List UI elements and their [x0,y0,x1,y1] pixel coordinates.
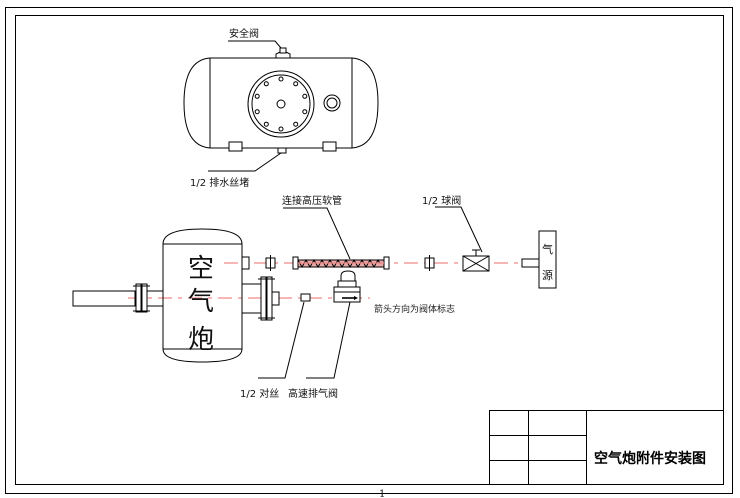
air-source-nozzle [521,258,540,268]
vertical-tank-view: 空 气 炮 [72,228,545,363]
drain-plug-icon [277,147,287,154]
hose-end-right [383,256,390,270]
arrow-direction-note: 箭头方向为阀体标志 [374,303,455,315]
page-number: 1 [379,489,385,498]
manhole-bolt-icon [263,81,269,87]
tank-label-char-3: 炮 [188,325,214,355]
tank-label-char-2: 气 [188,287,214,317]
nipple-fitting-icon [300,293,311,302]
manhole-bolt-icon [278,76,284,82]
drain-plug-label: 1/2 排水丝堵 [190,176,249,189]
hose-label: 连接高压软管 [282,194,342,207]
drain-plug-leader [208,152,282,172]
manhole-icon [247,70,315,138]
exhaust-valve-leader [306,301,351,379]
exhaust-valve-icon [333,270,361,303]
title-block: 空气炮附件安装图 [489,410,724,485]
left-flange-icon [133,283,163,313]
manhole-bolt-icon [263,121,269,127]
pipe-union-icon [265,255,276,271]
safety-valve-icon [275,47,291,59]
nipple-label: 1/2 对丝 [240,387,279,400]
hose-end-left [292,256,299,270]
sight-port-icon [323,94,341,112]
ball-valve-leader [435,206,483,253]
upper-nozzle [241,256,250,270]
support-foot-right [322,141,337,152]
manhole-bolt-icon [254,93,260,99]
air-source-box: 气 源 [538,230,557,289]
drawing-title: 空气炮附件安装图 [594,450,706,467]
air-source-char-1: 气 [542,242,553,256]
manhole-bolt-icon [278,126,284,132]
pipe-union-2-icon [424,255,435,271]
horizontal-tank-view: 安全阀 1/2 排水丝堵 [183,27,379,189]
safety-valve-leader [228,40,282,49]
manhole-bolt-icon [254,109,260,115]
manhole-bolt-icon [293,121,299,127]
ball-valve-icon [462,249,490,272]
nipple-leader [258,301,305,379]
right-flange-icon [242,276,280,321]
outlet-pipe [72,290,136,307]
inner-border [15,15,724,485]
manhole-bolt-icon [302,109,308,115]
exhaust-valve-label: 高速排气阀 [288,387,338,400]
support-foot-left [228,141,243,152]
outer-border [5,7,733,494]
manhole-bolt-icon [302,93,308,99]
hose-leader [283,207,351,260]
manhole-bolt-icon [293,81,299,87]
hose-assembly [292,256,390,270]
air-source-char-2: 源 [542,268,553,282]
safety-valve-label: 安全阀 [229,27,259,40]
tank-label-char-1: 空 [188,254,214,284]
ball-valve-label: 1/2 球阀 [422,194,461,207]
